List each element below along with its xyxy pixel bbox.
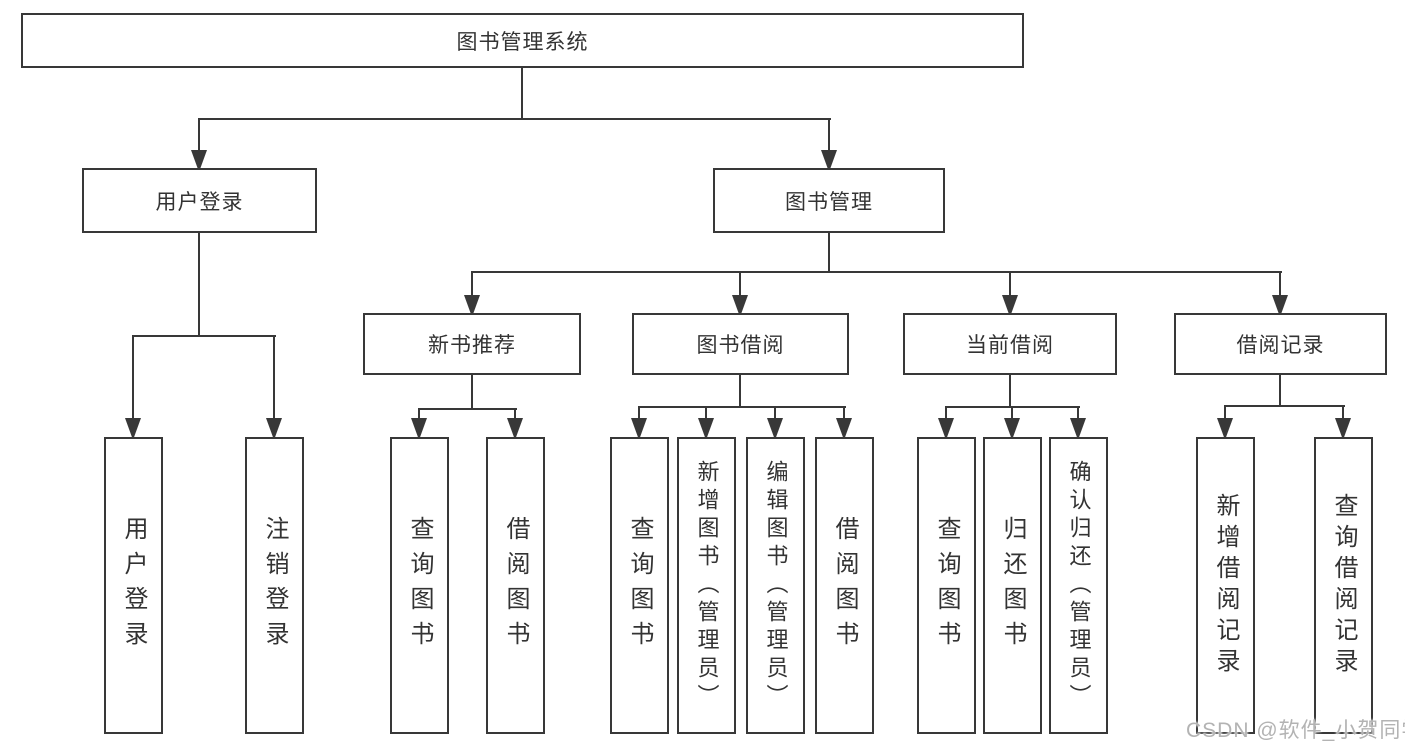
connector-drop-book-mgmt (828, 118, 830, 152)
connector-drop-book-borrow (739, 271, 741, 296)
node-add-book-admin: 新增图书（管理员） (677, 437, 736, 734)
arrowhead-return-book (1004, 418, 1020, 440)
connector-drop-query-cur (945, 406, 947, 422)
arrowhead-current-borrow (1002, 295, 1018, 317)
node-user-login-branch: 用户登录 (82, 168, 317, 233)
node-borrow-books-borrowing-label: 借阅图书 (831, 515, 858, 656)
node-book-management: 图书管理 (713, 168, 945, 233)
node-user-login-leaf-label: 用户登录 (120, 515, 147, 656)
connector-book-stem (828, 233, 830, 271)
node-add-borrow-record-label: 新增借阅记录 (1212, 492, 1239, 679)
node-query-borrow-record-label: 查询借阅记录 (1330, 492, 1357, 679)
connector-records-split (1224, 405, 1345, 407)
node-query-books-borrowing: 查询图书 (610, 437, 669, 734)
node-root-label: 图书管理系统 (456, 30, 589, 54)
connector-records-stem (1279, 375, 1281, 405)
node-add-borrow-record: 新增借阅记录 (1196, 437, 1255, 734)
node-edit-book-admin: 编辑图书（管理员） (746, 437, 805, 734)
connector-drop-user-login (198, 118, 200, 152)
connector-l1-split (198, 118, 831, 120)
node-current-borrowing-label: 当前借阅 (966, 334, 1054, 357)
node-borrowing-records-label: 借阅记录 (1236, 334, 1325, 357)
node-edit-book-admin-label: 编辑图书（管理员） (763, 459, 789, 712)
connector-book-split (471, 271, 1282, 273)
connector-drop-confirm-return (1077, 406, 1079, 422)
arrowhead-new-book (464, 295, 480, 317)
node-user-login-branch-label: 用户登录 (155, 190, 244, 214)
connector-drop-new-book (471, 271, 473, 296)
connector-drop-current-borrow (1009, 271, 1011, 296)
connector-drop-borrow-bor (843, 406, 845, 422)
arrowhead-book-borrow (732, 295, 748, 317)
node-logout-label: 注销登录 (261, 515, 288, 656)
node-query-books-current-label: 查询图书 (933, 515, 960, 656)
node-borrow-books-borrowing: 借阅图书 (815, 437, 874, 734)
node-borrowing-records: 借阅记录 (1174, 313, 1387, 375)
node-borrow-books-recommend-label: 借阅图书 (502, 515, 529, 656)
connector-drop-logout-leaf (273, 335, 275, 422)
connector-drop-query-rec (418, 408, 420, 422)
node-query-borrow-record: 查询借阅记录 (1314, 437, 1373, 734)
node-user-login-leaf: 用户登录 (104, 437, 163, 734)
connector-drop-return-book (1011, 406, 1013, 422)
node-book-borrowing-label: 图书借阅 (696, 334, 785, 357)
node-current-borrowing: 当前借阅 (903, 313, 1117, 375)
node-query-books-recommend-label: 查询图书 (406, 515, 433, 656)
connector-user-stem (198, 233, 200, 335)
arrowhead-query-record (1335, 418, 1351, 440)
arrowhead-edit-book (767, 418, 783, 440)
connector-drop-query-record (1342, 405, 1344, 422)
node-return-book-label: 归还图书 (999, 515, 1026, 656)
arrowhead-logout-leaf (266, 418, 282, 440)
connector-drop-borrow-rec (514, 408, 516, 422)
arrowhead-book-mgmt (821, 150, 837, 172)
connector-drop-login-leaf (132, 335, 134, 422)
node-query-books-recommend: 查询图书 (390, 437, 449, 734)
connector-drop-add-book (705, 406, 707, 422)
connector-drop-query-bor (638, 406, 640, 422)
csdn-watermark: CSDN @软件_小贺同学 (1186, 719, 1405, 742)
node-new-book-recommend-label: 新书推荐 (428, 334, 516, 357)
arrowhead-confirm-return (1070, 418, 1086, 440)
connector-recommend-split (418, 408, 517, 410)
arrowhead-user-login (191, 150, 207, 172)
node-book-management-label: 图书管理 (785, 190, 873, 214)
node-root: 图书管理系统 (21, 13, 1024, 68)
connector-borrowing-split (638, 406, 846, 408)
arrowhead-query-bor (631, 418, 647, 440)
arrowhead-query-rec (411, 418, 427, 440)
node-query-books-current: 查询图书 (917, 437, 976, 734)
connector-current-stem (1009, 375, 1011, 406)
node-return-book: 归还图书 (983, 437, 1042, 734)
arrowhead-add-record (1217, 418, 1233, 440)
node-new-book-recommend: 新书推荐 (363, 313, 581, 375)
connector-user-split (132, 335, 276, 337)
node-query-books-borrowing-label: 查询图书 (626, 515, 653, 656)
node-confirm-return-admin-label: 确认归还（管理员） (1066, 459, 1092, 712)
arrowhead-query-cur (938, 418, 954, 440)
node-logout: 注销登录 (245, 437, 304, 734)
arrowhead-borrow-record (1272, 295, 1288, 317)
connector-root-stem (521, 68, 523, 118)
connector-drop-edit-book (774, 406, 776, 422)
arrowhead-add-book (698, 418, 714, 440)
node-confirm-return-admin: 确认归还（管理员） (1049, 437, 1108, 734)
arrowhead-login-leaf (125, 418, 141, 440)
connector-recommend-stem (471, 375, 473, 408)
arrowhead-borrow-rec (507, 418, 523, 440)
arrowhead-borrow-bor (836, 418, 852, 440)
node-borrow-books-recommend: 借阅图书 (486, 437, 545, 734)
connector-drop-borrow-record (1279, 271, 1281, 296)
connector-borrowing-stem (739, 375, 741, 406)
node-add-book-admin-label: 新增图书（管理员） (694, 459, 720, 712)
connector-drop-add-record (1224, 405, 1226, 422)
node-book-borrowing: 图书借阅 (632, 313, 849, 375)
